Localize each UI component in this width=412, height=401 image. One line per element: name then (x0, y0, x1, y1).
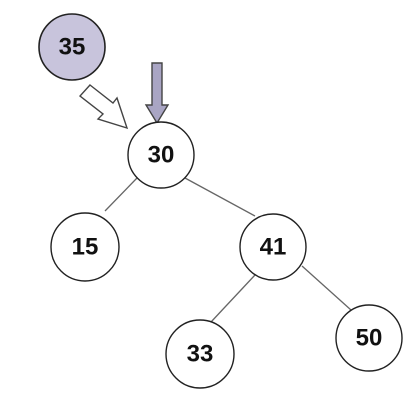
tree-node-15: 15 (50, 212, 120, 282)
tree-node-41: 41 (239, 213, 307, 281)
tree-node-circle (335, 304, 403, 372)
tree-node-30: 30 (127, 121, 195, 189)
incoming-node-label: 35 (59, 34, 86, 61)
tree-node-label: 30 (148, 142, 175, 169)
edge-41-to-33 (210, 274, 256, 323)
tree-node-circle (165, 319, 235, 389)
tree-node-label: 50 (356, 325, 383, 352)
tree-node-circle (50, 212, 120, 282)
tree-node-circle (127, 121, 195, 189)
tree-node-label: 33 (187, 341, 214, 368)
edge-30-to-41 (184, 177, 256, 217)
tree-node-label: 15 (72, 234, 99, 261)
incoming-node: 35 (38, 13, 106, 81)
edge-30-to-15 (104, 177, 138, 212)
hollow-diagonal-arrow-icon (78, 84, 129, 130)
edge-41-to-50 (301, 265, 352, 311)
incoming-node-circle (38, 13, 106, 81)
tree-node-circle (239, 213, 307, 281)
tree-node-50: 50 (335, 304, 403, 372)
tree-node-33: 33 (165, 319, 235, 389)
filled-down-arrow-icon (144, 62, 170, 125)
tree-node-label: 41 (260, 234, 287, 261)
